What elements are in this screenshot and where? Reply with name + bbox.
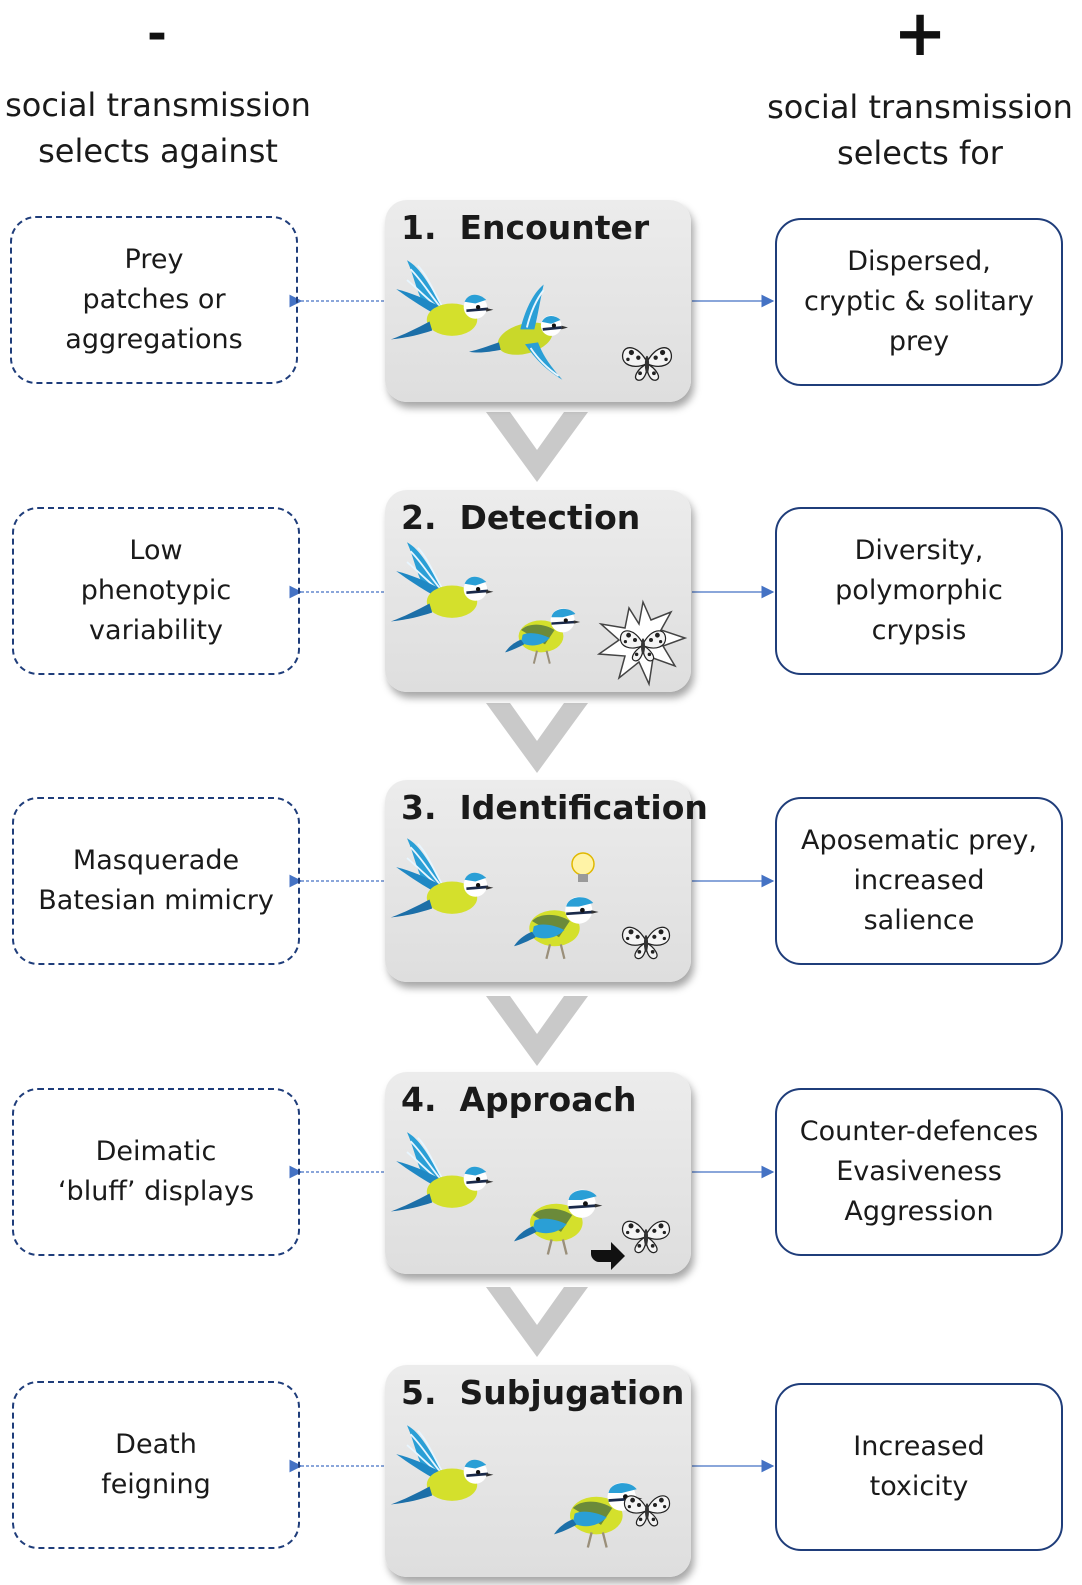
stage-scene: [389, 540, 688, 687]
against-text: Low: [129, 535, 183, 566]
against-text: Batesian mimicry: [38, 885, 274, 916]
stage-encounter: 1. Encounter: [385, 200, 691, 402]
for-text: Evasiveness: [836, 1156, 1002, 1187]
for-text: increased: [853, 865, 985, 896]
against-text: Death: [115, 1429, 197, 1460]
against-box-4: Deimatic ‘bluff’ displays: [12, 1088, 300, 1256]
flying-bird-icon: [389, 258, 495, 341]
for-box-3: Aposematic prey, increased salience: [775, 797, 1063, 965]
against-box-3: Masquerade Batesian mimicry: [12, 797, 300, 965]
moth-icon: [621, 347, 673, 381]
stage-title: 2. Detection: [401, 498, 641, 537]
perched-bird-icon: [553, 1481, 644, 1549]
for-text: cryptic & solitary: [803, 286, 1034, 317]
against-box-5: Death feigning: [12, 1381, 300, 1549]
perched-bird-icon: [513, 895, 600, 961]
for-box-2: Diversity, polymorphic crypsis: [775, 507, 1063, 675]
flying-bird-icon: [389, 1423, 495, 1506]
for-text: crypsis: [871, 615, 967, 646]
for-box-4: Counter-defences Evasiveness Aggression: [775, 1088, 1063, 1256]
for-text: Aposematic prey,: [801, 825, 1037, 856]
stage-scene: [389, 258, 673, 382]
against-text: aggregations: [65, 324, 243, 355]
against-text: Prey: [124, 244, 184, 275]
against-text: patches or: [82, 284, 226, 315]
against-text: Deimatic: [95, 1136, 217, 1167]
negative-sign: -: [147, 6, 167, 62]
perched-bird-icon: [505, 607, 582, 665]
stage-title: 3. Identification: [401, 788, 708, 827]
stage-scene: [389, 1130, 671, 1270]
positive-header: social transmission selects for: [762, 84, 1078, 176]
flying-bird-icon: [389, 540, 495, 623]
perched-bird-icon: [513, 1188, 604, 1256]
flying-bird-icon: [389, 836, 495, 919]
stage-title: 5. Subjugation: [401, 1373, 685, 1412]
flying-bird-icon: [389, 1130, 495, 1213]
against-text: ‘bluff’ displays: [57, 1176, 255, 1207]
for-text: Aggression: [844, 1196, 994, 1227]
negative-header-line1: social transmission: [5, 86, 311, 124]
positive-header-line2: selects for: [837, 134, 1003, 172]
against-text: phenotypic: [80, 575, 232, 606]
moth-icon: [621, 1220, 671, 1254]
against-box-1: Prey patches or aggregations: [10, 216, 298, 384]
against-text: Masquerade: [72, 845, 240, 876]
for-text: Counter-defences: [799, 1116, 1039, 1147]
for-box-1: Dispersed, cryptic & solitary prey: [775, 218, 1063, 386]
for-text: Increased: [853, 1431, 985, 1462]
positive-sign: +: [893, 0, 947, 71]
stage-approach: 4. Approach: [385, 1072, 691, 1274]
stage-subjugation: 5. Subjugation: [385, 1365, 691, 1577]
for-text: Dispersed,: [847, 246, 991, 277]
for-text: Diversity,: [854, 535, 984, 566]
stage-scene: [389, 836, 671, 961]
stage-scene: [389, 1423, 671, 1549]
arrow-right-icon: [591, 1242, 625, 1270]
negative-header-line2: selects against: [38, 132, 278, 170]
against-box-2: Low phenotypic variability: [12, 507, 300, 675]
for-box-5: Increased toxicity: [775, 1383, 1063, 1551]
for-text: salience: [863, 905, 975, 936]
stage-title: 1. Encounter: [401, 208, 650, 247]
against-text: variability: [89, 615, 223, 646]
against-text: feigning: [101, 1469, 211, 1500]
for-text: polymorphic: [835, 575, 1003, 606]
positive-header-line1: social transmission: [767, 88, 1073, 126]
for-text: toxicity: [869, 1471, 969, 1502]
moth-icon: [621, 926, 671, 960]
for-text: prey: [888, 326, 950, 357]
stage-detection: 2. Detection: [385, 490, 691, 692]
lightbulb-icon: [571, 852, 595, 882]
moth-icon: [623, 1495, 671, 1527]
stage-identification: 3. Identification: [385, 780, 708, 982]
negative-header: social transmission selects against: [0, 82, 316, 174]
stage-title: 4. Approach: [401, 1080, 637, 1119]
